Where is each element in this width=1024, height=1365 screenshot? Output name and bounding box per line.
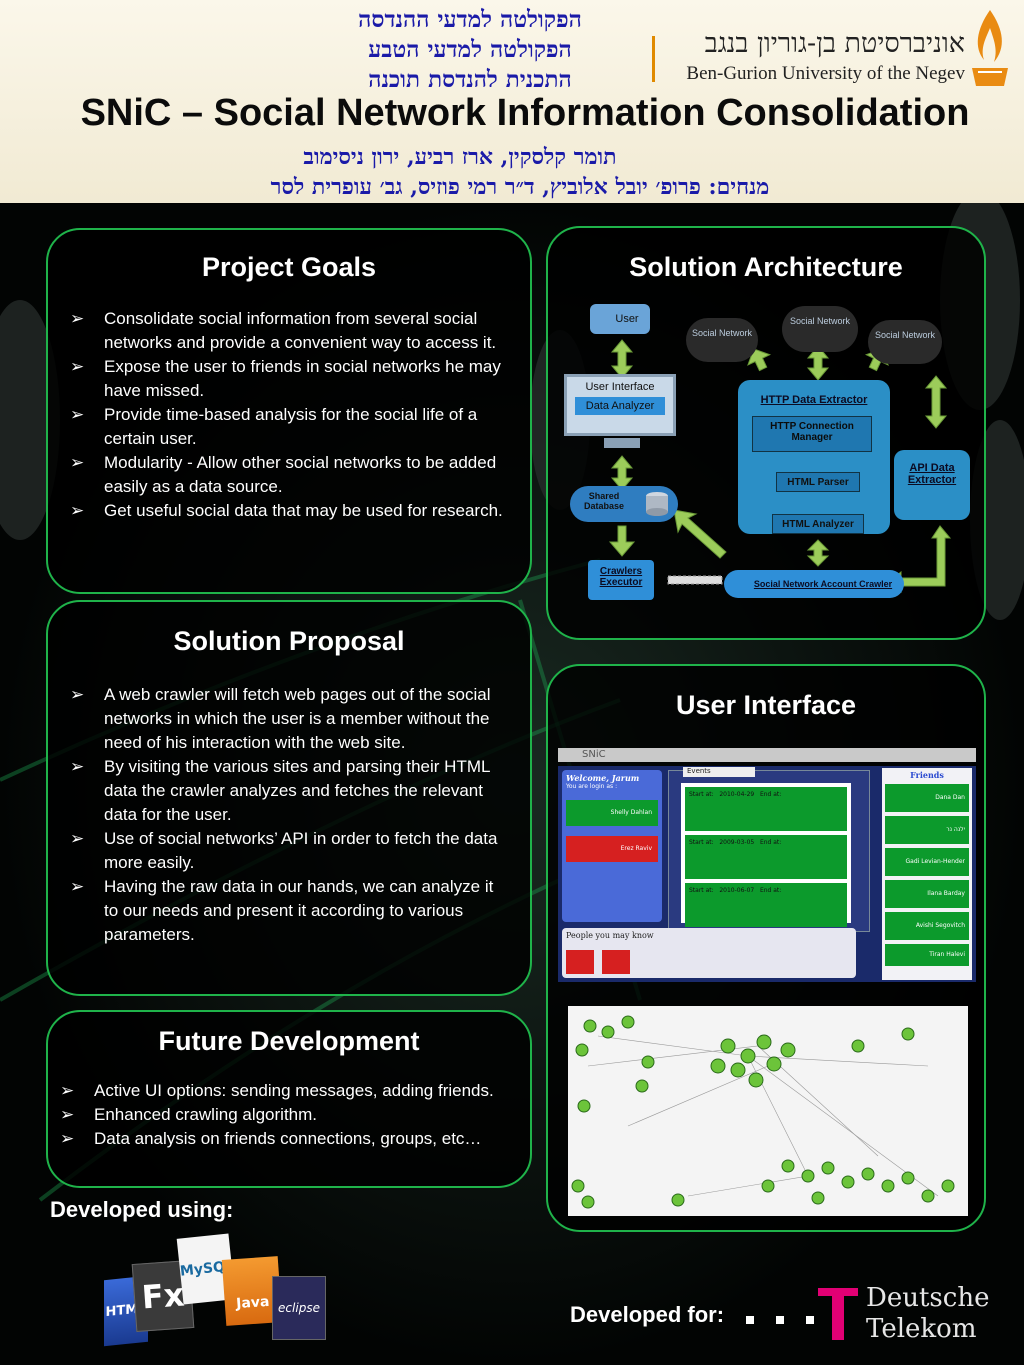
friend-item[interactable]: Gadi Levian-Hender — [885, 848, 969, 876]
friend-item[interactable]: Tiran Halevi — [885, 944, 969, 966]
list-item: ➢Modularity - Allow other social network… — [70, 453, 497, 496]
people-you-may-know-title: People you may know — [566, 931, 654, 940]
tab-events[interactable]: Events — [683, 767, 755, 777]
future-development-title: Future Development — [158, 1026, 420, 1056]
faculty-engineering: הפקולטה למדעי ההנדסה — [358, 6, 582, 33]
app-title-bar: SNiC — [558, 748, 976, 762]
friend-item[interactable]: Ilana Barday — [885, 880, 969, 908]
mentors: מנחים: פרופ׳ יובל אלוביץ, ד״ר רמי פוזיס,… — [270, 174, 770, 200]
developed-using-label: Developed using: — [50, 1197, 234, 1222]
database-icon — [646, 492, 668, 516]
project-goals-list: ➢Consolidate social information from sev… — [70, 307, 506, 523]
friends-panel: Friends Dana Dan ילנה נר Gadi Levian-Hen… — [882, 768, 972, 980]
user-interface-panel: User Interface SNiC Welcome, Jarum You a… — [546, 664, 986, 1232]
list-item: ➢Use of social networks’ API in order to… — [70, 829, 498, 872]
project-goals-panel: Project Goals ➢Consolidate social inform… — [46, 228, 532, 594]
friend-item[interactable]: ילנה נר — [885, 816, 969, 844]
friend-item[interactable]: Avishi Segovitch — [885, 912, 969, 940]
user-interface-node: User Interface Data Analyzer — [564, 374, 676, 436]
university-name-hebrew: אוניברסיטת בן-גוריון בנגב — [704, 28, 965, 59]
list-item: ➢Consolidate social information from sev… — [70, 309, 497, 352]
html-parser-node: HTML Parser — [776, 472, 860, 492]
http-connection-manager-node: HTTP Connection Manager — [752, 416, 872, 452]
list-item: ➢Having the raw data in our hands, we ca… — [70, 877, 494, 944]
authors: תומר קלסקין, ארז רביע, ירון ניסימוב — [303, 144, 617, 170]
friend-item[interactable]: Dana Dan — [885, 784, 969, 812]
university-name-english: Ben-Gurion University of the Negev — [686, 63, 965, 84]
eclipse-logo: eclipse — [272, 1276, 326, 1340]
event-item: Start at: 2010-04-29 End at: — [685, 787, 847, 831]
telekom-name-line-2: Telekom — [866, 1314, 977, 1344]
solution-proposal-list: ➢A web crawler will fetch web pages out … — [70, 683, 506, 947]
solution-proposal-panel: Solution Proposal ➢A web crawler will fe… — [46, 600, 532, 996]
solution-architecture-panel: Solution Architecture — [546, 226, 986, 640]
poster-title: SNiC – Social Network Information Consol… — [80, 92, 970, 134]
friends-title: Friends — [910, 770, 944, 780]
social-network-cloud-2: Social Network — [782, 306, 858, 352]
html-analyzer-node: HTML Analyzer — [772, 514, 864, 534]
software-engineering-program: התכנית להנדסת תוכנה — [368, 66, 572, 93]
accounts-panel: Welcome, Jarum You are login as : Shelly… — [562, 770, 662, 922]
telekom-dot — [776, 1316, 784, 1324]
events-list: Start at: 2010-04-29 End at: Start at: 2… — [681, 783, 851, 927]
user-node: User — [590, 304, 650, 334]
future-development-list: ➢Active UI options: sending messages, ad… — [60, 1079, 520, 1151]
social-network-cloud-1: Social Network — [686, 318, 758, 362]
telekom-dot — [806, 1316, 814, 1324]
list-item: ➢A web crawler will fetch web pages out … — [70, 685, 491, 752]
logo-divider — [652, 36, 655, 82]
event-item: Start at: 2009-03-05 End at: — [685, 835, 847, 879]
account-item[interactable]: Erez Raviv — [566, 836, 658, 862]
suggested-person[interactable] — [602, 950, 630, 974]
people-you-may-know-panel: People you may know — [562, 928, 856, 978]
solution-architecture-title: Solution Architecture — [629, 252, 903, 282]
developed-for-label: Developed for: — [570, 1302, 725, 1327]
telekom-t-icon — [818, 1288, 858, 1340]
list-item: ➢Provide time-based analysis for the soc… — [70, 405, 478, 448]
list-item: ➢Get useful social data that may be used… — [70, 501, 503, 520]
friends-network-graph — [568, 1006, 968, 1216]
telekom-dot — [746, 1316, 754, 1324]
user-interface-title: User Interface — [675, 690, 857, 720]
crawlers-executor-node: Crawlers Executor — [588, 560, 654, 600]
header: הפקולטה למדעי ההנדסה הפקולטה למדעי הטבע … — [0, 0, 1024, 203]
list-item: ➢Expose the user to friends in social ne… — [70, 357, 501, 400]
login-note: You are login as : — [566, 783, 618, 790]
list-item: ➢Active UI options: sending messages, ad… — [60, 1081, 494, 1100]
app-screenshot: Welcome, Jarum You are login as : Shelly… — [558, 766, 976, 982]
welcome-text: Welcome, Jarum — [566, 773, 640, 783]
data-analyzer-node: Data Analyzer — [575, 397, 665, 415]
suggested-person[interactable] — [566, 950, 594, 974]
telekom-name-line-1: Deutsche — [866, 1283, 990, 1313]
api-data-extractor-node: API Data Extractor — [894, 450, 970, 520]
social-network-cloud-3: Social Network — [868, 320, 942, 364]
events-panel: Events Start at: 2010-04-29 End at: Star… — [668, 767, 870, 932]
project-goals-title: Project Goals — [201, 252, 377, 282]
solution-proposal-title: Solution Proposal — [173, 626, 405, 656]
list-item: ➢Enhanced crawling algorithm. — [60, 1105, 318, 1124]
future-development-panel: Future Development ➢Active UI options: s… — [46, 1010, 532, 1188]
monitor-stand — [604, 438, 640, 448]
http-data-extractor-node: HTTP Data Extractor — [738, 380, 890, 534]
faculty-natural-sciences: הפקולטה למדעי הטבע — [368, 36, 572, 63]
list-item: ➢By visiting the various sites and parsi… — [70, 757, 490, 824]
account-item[interactable]: Shelly Dahlan — [566, 800, 658, 826]
list-item: ➢Data analysis on friends connections, g… — [60, 1129, 482, 1148]
architecture-arrows — [608, 339, 952, 594]
event-item: Start at: 2010-06-07 End at: — [685, 883, 847, 927]
account-crawler-node: Social Network Account Crawler — [724, 570, 904, 598]
university-flame-icon — [972, 10, 1008, 86]
